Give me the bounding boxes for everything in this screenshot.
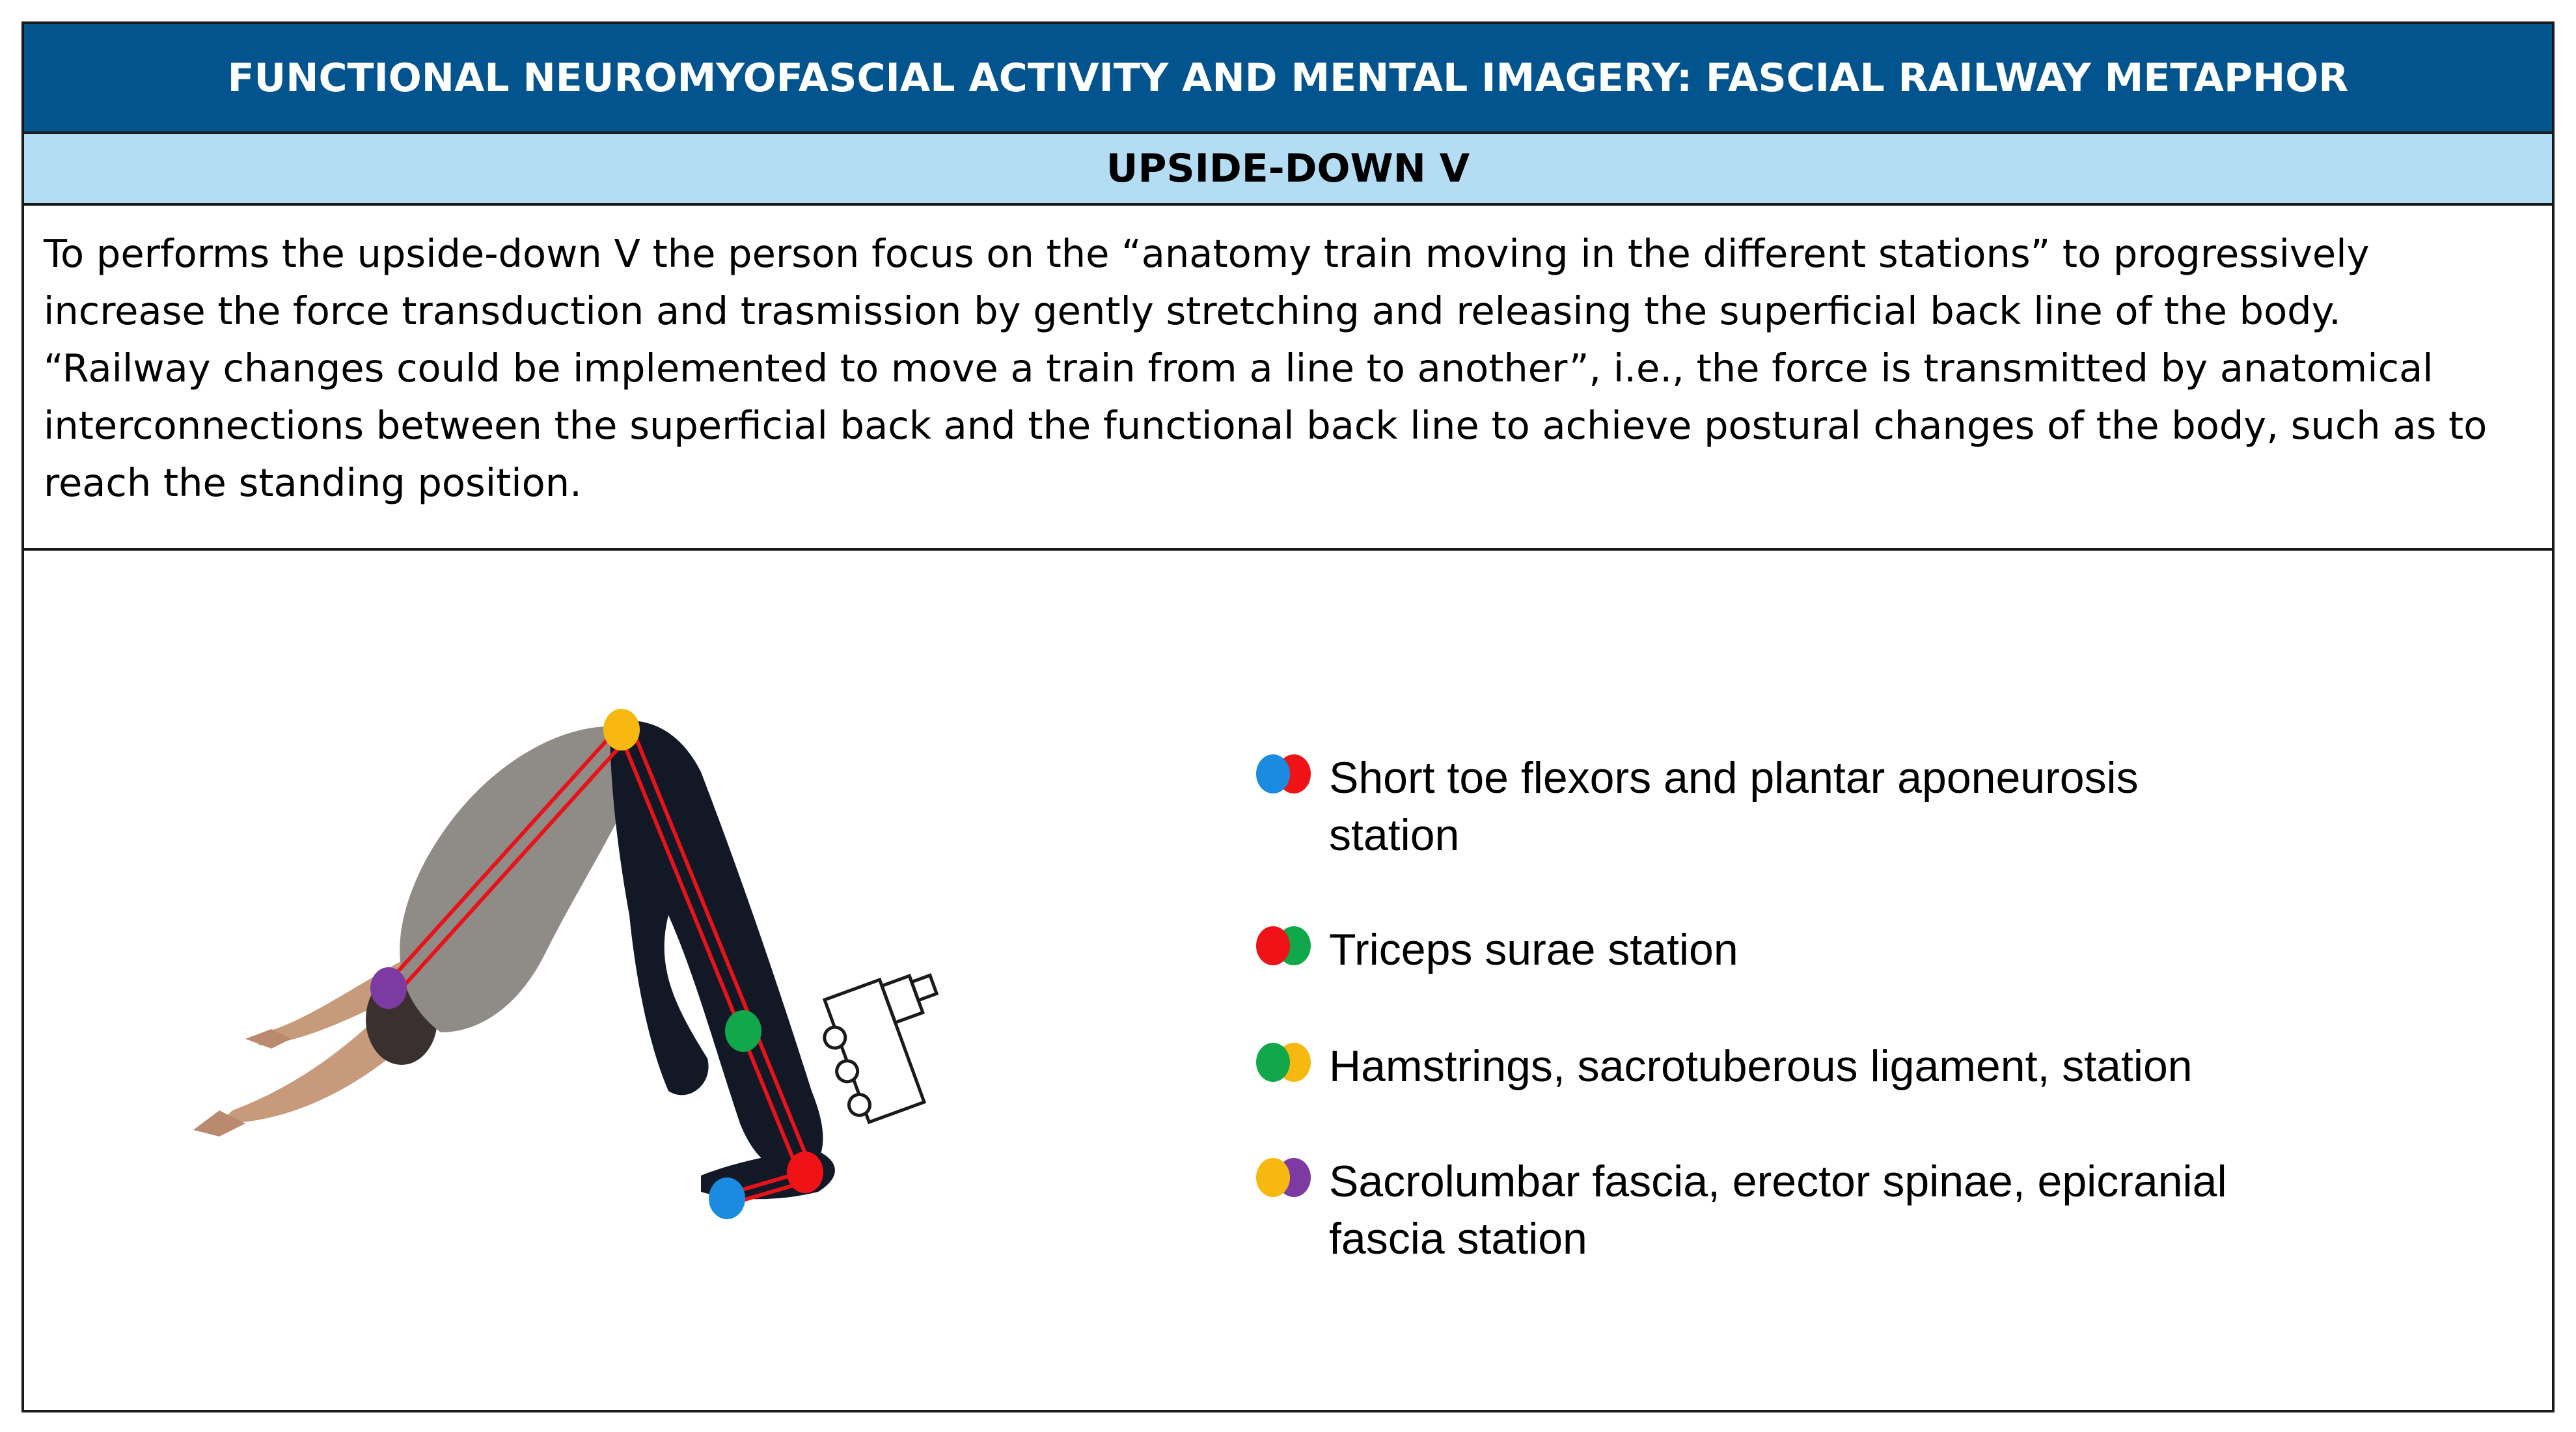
description-panel: To performs the upside-down V the person… <box>24 206 2552 551</box>
legend-dot-green <box>1256 1043 1290 1082</box>
legend-label-line: fascia station <box>1329 1214 1587 1263</box>
legend-label-line: station <box>1329 810 1460 860</box>
person-hand <box>193 1110 245 1136</box>
train-wheel-3 <box>847 1092 871 1117</box>
train-wheel-1 <box>823 1025 847 1050</box>
legend-item-sacrolumbar: Sacrolumbar fascia, erector spinae, epic… <box>1251 1153 2370 1267</box>
rail-back-b <box>396 734 631 994</box>
legend-item-triceps-surae: Triceps surae station <box>1251 921 2370 978</box>
figure-frame: FUNCTIONAL NEUROMYOFASCIAL ACTIVITY AND … <box>21 21 2555 1412</box>
rail-back-a <box>383 728 618 987</box>
person-pose-icon <box>193 721 835 1200</box>
legend-label-sacrolumbar: Sacrolumbar fascia, erector spinae, epic… <box>1329 1153 2370 1267</box>
station-red-dot <box>787 1151 823 1193</box>
description-line-1: To performs the upside-down V the person… <box>44 231 2370 276</box>
station-blue-dot <box>709 1177 745 1219</box>
legend-label-line: Sacrolumbar fascia, erector spinae, epic… <box>1329 1157 2227 1206</box>
description-line-2: increase the force transduction and tras… <box>44 288 2341 333</box>
rail-leg-b <box>631 728 814 1170</box>
legend-label-line: Hamstrings, sacrotuberous ligament, stat… <box>1329 1041 2193 1091</box>
legend-label-triceps-surae: Triceps surae station <box>1329 921 2370 978</box>
person-arm-lower <box>219 1006 389 1123</box>
legend-item-toe-flexors: Short toe flexors and plantar aponeurosi… <box>1251 749 2370 864</box>
legend-dot-red <box>1256 926 1290 965</box>
legend-label-hamstrings: Hamstrings, sacrotuberous ligament, stat… <box>1329 1038 2370 1095</box>
legend-dots-blue-red <box>1251 754 1316 800</box>
station-yellow-dot <box>603 709 640 750</box>
person-torso <box>400 726 649 1032</box>
pose-name: UPSIDE-DOWN V <box>1106 146 1470 191</box>
legend-item-hamstrings: Hamstrings, sacrotuberous ligament, stat… <box>1251 1038 2370 1095</box>
train-chimney <box>909 973 939 1003</box>
train-body <box>822 978 927 1125</box>
station-purple-dot <box>370 967 407 1009</box>
legend-dot-yellow <box>1256 1158 1290 1197</box>
legend-dots-yellow-purple <box>1251 1158 1316 1204</box>
legend-dot-blue <box>1256 754 1290 793</box>
description-line-3: “Railway changes could be implemented to… <box>44 346 2433 391</box>
legend-label-line: Short toe flexors and plantar aponeurosi… <box>1329 753 2139 803</box>
legend-dots-red-green <box>1251 926 1316 972</box>
legend-label-line: Triceps surae station <box>1329 925 1738 974</box>
legend-dots-green-yellow <box>1251 1043 1316 1088</box>
page-title: FUNCTIONAL NEUROMYOFASCIAL ACTIVITY AND … <box>227 55 2349 101</box>
legend-label-toe-flexors: Short toe flexors and plantar aponeurosi… <box>1329 749 2370 864</box>
title-bar: FUNCTIONAL NEUROMYOFASCIAL ACTIVITY AND … <box>24 24 2552 134</box>
description-line-5: reach the standing position. <box>44 460 582 505</box>
subtitle-bar: UPSIDE-DOWN V <box>24 134 2552 206</box>
rail-leg-a <box>618 732 801 1174</box>
person-hand-upper <box>245 1029 291 1049</box>
train-icon <box>822 973 939 1125</box>
station-green-dot <box>725 1010 761 1052</box>
figure-area: Short toe flexors and plantar aponeurosi… <box>24 551 2552 1412</box>
description-line-4: interconnections between the superficial… <box>44 403 2487 448</box>
pose-illustration <box>193 709 939 1219</box>
train-wheel-2 <box>835 1059 860 1084</box>
